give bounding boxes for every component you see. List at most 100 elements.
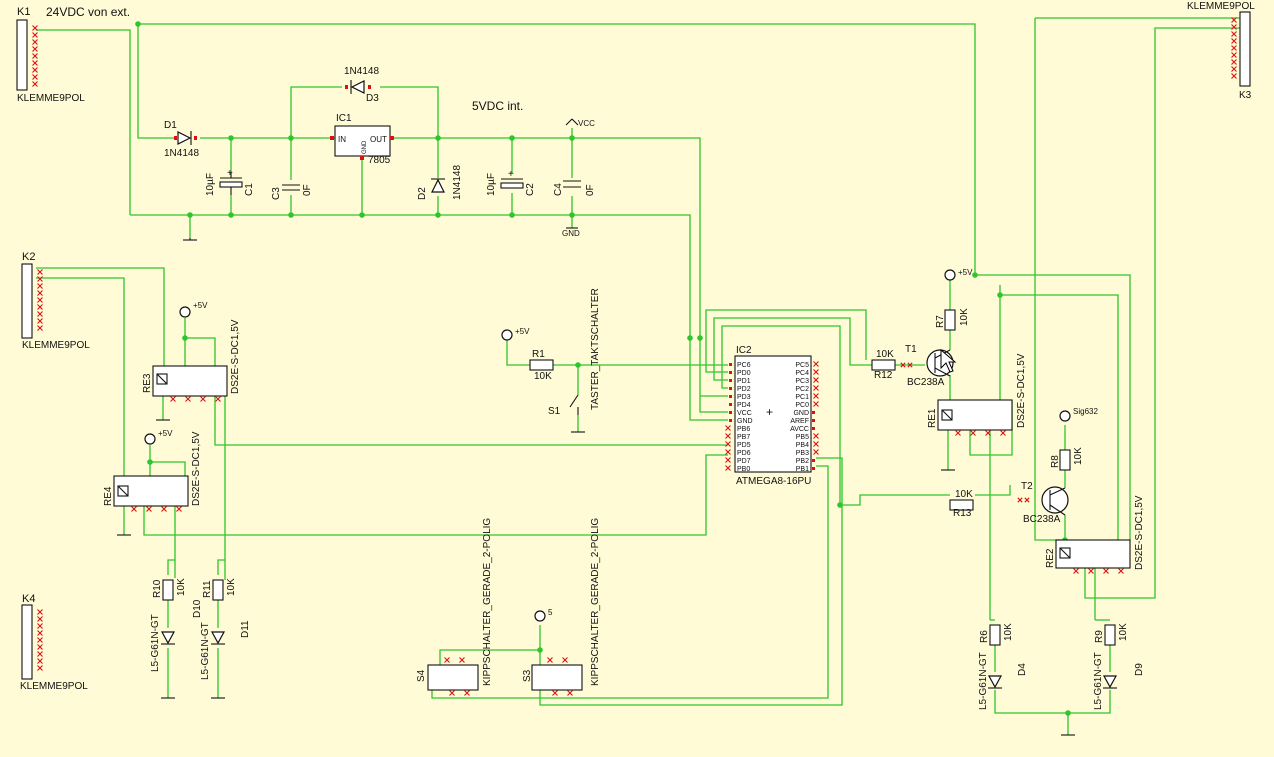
relay-re1 [937,399,1013,431]
label-d11: D11 [240,620,251,638]
resistor-r8 [1059,449,1071,471]
capacitor-c4 [563,118,581,229]
label-k1: K1 [17,6,30,18]
unconnected-pin-marker [725,425,731,431]
label-gnd: GND [562,229,580,238]
label-k1-type: KLEMME9POL [17,93,85,104]
label-t1-val: BC238A [907,377,945,388]
label-re1-val: DS2E-S-DC1,5V [1016,353,1027,428]
label-d2: D2 [417,187,428,200]
resistor-r11 [212,579,224,601]
unconnected-pin-marker [32,32,38,38]
label-ic1-val: 7805 [368,155,391,166]
pin-pad [812,467,815,470]
unconnected-pin-marker [813,369,819,375]
label-s1-val: TASTER_TAKTSCHALTER [590,288,601,410]
svg-text:+: + [508,169,514,180]
diode-d3 [345,80,371,94]
label-d4: D4 [1017,663,1028,676]
diode-d2 [431,178,445,193]
label-ic2-plus: + [766,405,773,419]
label-r12-val: 10K [876,349,894,360]
unconnected-pin-marker [725,433,731,439]
ic2-pin-label: PD1 [737,378,751,385]
unconnected-pin-marker [37,269,43,275]
unconnected-pin-marker [955,430,961,436]
unconnected-pin-marker [449,690,455,696]
unconnected-pin-marker [37,623,43,629]
unconnected-pin-marker [37,290,43,296]
pin-pad [729,387,732,390]
regulator-ic1 [330,125,394,160]
pin-pad [812,419,815,422]
unconnected-pin-marker [37,297,43,303]
label-r11: R11 [202,580,213,598]
unconnected-pin-marker [725,457,731,463]
unconnected-pin-marker [813,449,819,455]
terminal-k4 [21,604,33,680]
unconnected-pin-marker [1231,17,1237,23]
unconnected-pin-marker [215,396,221,402]
ic2-pin-label: GND [793,410,809,417]
unconnected-pin-marker [985,430,991,436]
ic2-pin-label: PD5 [737,442,751,449]
wire-junctions [135,21,1071,716]
label-s3: S3 [522,669,533,682]
ic2-pin-label: PC4 [795,370,809,377]
label-r1-val: 10K [534,371,552,382]
ic2-pin-label: PD0 [737,370,751,377]
unconnected-pin-marker [1231,45,1237,51]
pin-pad [729,379,732,382]
terminal-k3 [1239,11,1251,87]
pin-pad [729,403,732,406]
ic2-pin-label: GND [737,418,753,425]
pin-markers [32,17,1237,696]
supply-symbols [144,269,1071,622]
ic2-pin-label: PD7 [737,458,751,465]
unconnected-pin-marker [185,396,191,402]
label-sig: Sig632 [1073,407,1098,416]
label-r9-val: 10K [1118,623,1129,641]
label-p5-re3: +5V [193,301,208,310]
unconnected-pin-marker [725,441,731,447]
relay-re2 [1055,539,1131,569]
ic2-pin-label: PB6 [737,426,750,433]
unconnected-pin-marker [725,449,731,455]
label-r6-val: 10K [1003,623,1014,641]
label-re4: RE4 [103,486,114,506]
label-s3-val: KIPPSCHALTER_GERADE_2-POLIG [590,518,601,686]
label-re3-val: DS2E-S-DC1,5V [230,319,241,394]
ic2-pin-label: PB5 [796,434,809,441]
label-d11-val: L5-G61N-GT [200,622,211,680]
labels: K1 24VDC von ext. KLEMME9POL KLEMME9POL … [17,1,1255,710]
unconnected-pin-marker [1000,430,1006,436]
label-d3-val: 1N4148 [344,66,379,77]
label-ic1-out: OUT [370,135,387,144]
label-d1-val: 1N4148 [164,148,199,159]
unconnected-pin-marker [37,637,43,643]
label-d9: D9 [1134,663,1145,676]
ic2-pin-label: PD4 [737,402,751,409]
unconnected-pin-marker [1088,568,1094,574]
label-d9-val: L5-G61N-GT [1093,652,1104,710]
unconnected-pin-marker [32,74,38,80]
label-k2-type: KLEMME9POL [22,340,90,351]
unconnected-pin-marker [464,690,470,696]
unconnected-pin-marker [459,657,465,663]
label-re2-val: DS2E-S-DC1,5V [1134,495,1145,570]
wires [36,17,1245,735]
ic2-pin-label: PB1 [796,466,809,473]
resistor-r12 [871,359,896,371]
ic2-pin-label: PC3 [795,378,809,385]
ic2-pin-label: PB0 [737,466,750,473]
pin-pad [729,363,732,366]
terminal-k1 [16,19,28,91]
ic2-pin-label: PB4 [796,442,809,449]
led-d9 [1102,675,1118,689]
unconnected-pin-marker [37,276,43,282]
label-r6: R6 [979,630,990,643]
unconnected-pin-marker [1231,52,1237,58]
label-ic2-val: ATMEGA8-16PU [736,476,811,487]
toggle-switch-s4 [427,664,479,691]
